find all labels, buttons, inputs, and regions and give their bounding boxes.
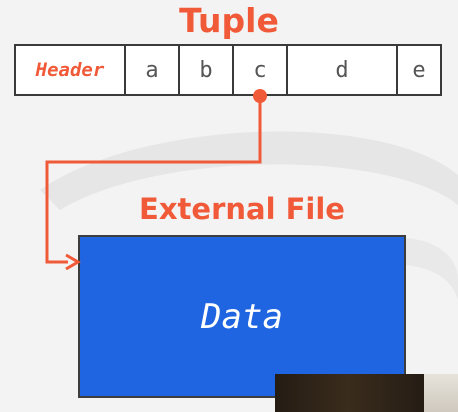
speaker-video-thumbnail <box>275 374 458 412</box>
tuple-cell-header: Header <box>16 46 126 94</box>
tuple-cell-d: d <box>288 46 398 94</box>
data-label: Data <box>201 296 283 337</box>
tuple-title: Tuple <box>179 1 279 40</box>
tuple-row: Header a b c d e <box>14 44 442 96</box>
tuple-cell-a: a <box>126 46 180 94</box>
tuple-cell-b: b <box>180 46 234 94</box>
tuple-cell-e: e <box>412 57 426 83</box>
video-light-region <box>424 374 458 412</box>
external-file-title: External File <box>139 192 345 226</box>
tuple-cell-c: c <box>234 46 288 94</box>
